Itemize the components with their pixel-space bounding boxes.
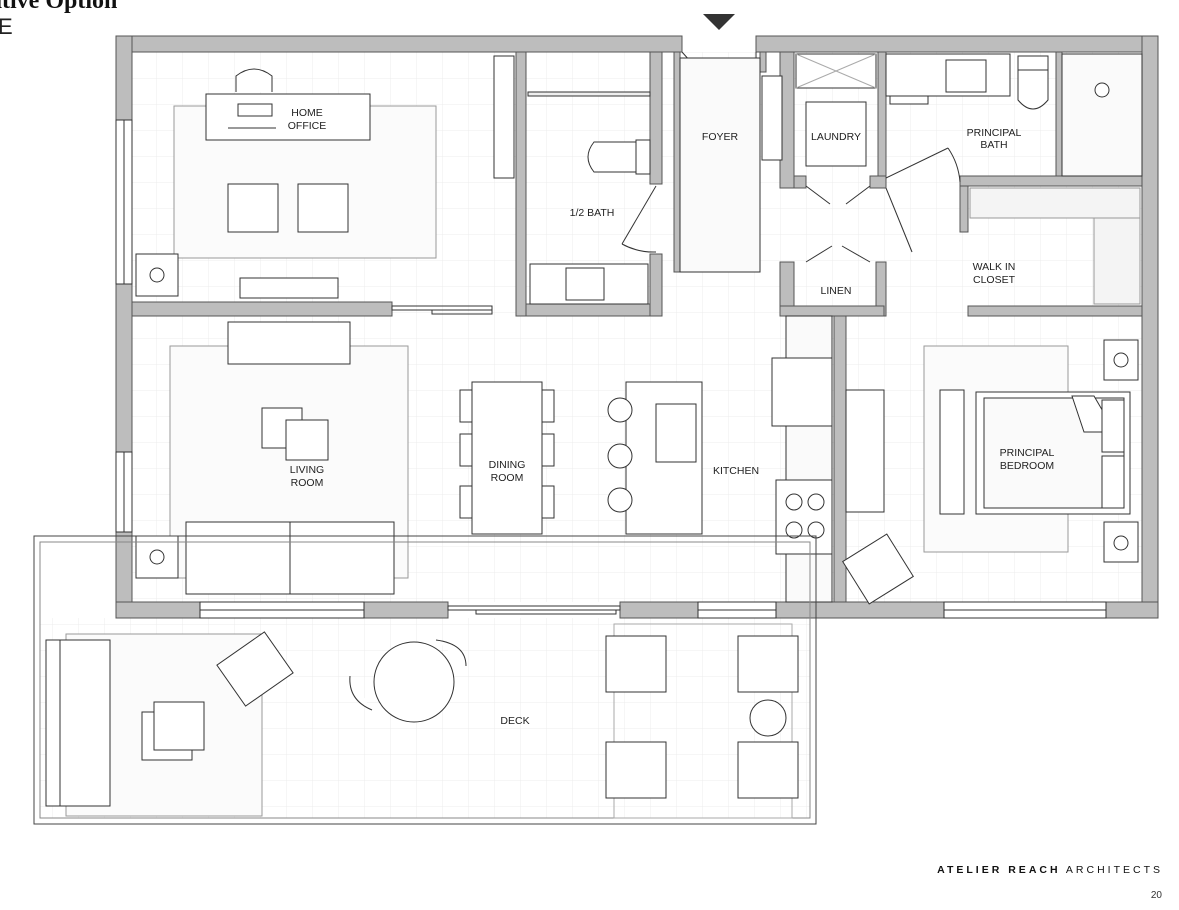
label-home-office-1: HOME xyxy=(291,107,323,119)
firm-name-rest: ARCHITECTS xyxy=(1065,864,1163,876)
label-dining-room-2: ROOM xyxy=(491,472,524,484)
page-number: 20 xyxy=(1150,890,1162,901)
label-principal-bedroom-1: PRINCIPAL xyxy=(1000,447,1055,459)
label-home-office-2: OFFICE xyxy=(288,120,327,132)
label-deck: DECK xyxy=(500,715,529,727)
label-living-room-2: ROOM xyxy=(291,477,324,489)
label-foyer: FOYER xyxy=(702,131,739,143)
label-principal-bath-1: PRINCIPAL xyxy=(967,127,1022,139)
furniture xyxy=(33,53,1143,825)
label-linen: LINEN xyxy=(821,285,852,297)
label-walk-in-closet-2: CLOSET xyxy=(973,274,1016,286)
entry-arrow-icon xyxy=(703,14,735,30)
firm-name: ATELIER REACH ARCHITECTS xyxy=(937,864,1163,876)
firm-name-bold: ATELIER REACH xyxy=(937,864,1061,876)
outlet-icon xyxy=(149,267,165,283)
label-walk-in-closet-1: WALK IN xyxy=(973,261,1016,273)
label-principal-bedroom-2: BEDROOM xyxy=(1000,460,1054,472)
label-laundry: LAUNDRY xyxy=(811,131,861,143)
windows xyxy=(115,119,1107,619)
walls xyxy=(115,35,1159,619)
page-title: ative Option xyxy=(0,0,118,14)
page-subtitle: E xyxy=(0,14,13,39)
label-kitchen: KITCHEN xyxy=(713,465,759,477)
label-principal-bath-2: BATH xyxy=(980,139,1007,151)
room-labels: HOME OFFICE 1/2 BATH FOYER LAUNDRY PRINC… xyxy=(288,107,1055,727)
label-dining-room-1: DINING xyxy=(489,459,526,471)
label-living-room-1: LIVING xyxy=(290,464,324,476)
label-half-bath: 1/2 BATH xyxy=(570,207,615,219)
